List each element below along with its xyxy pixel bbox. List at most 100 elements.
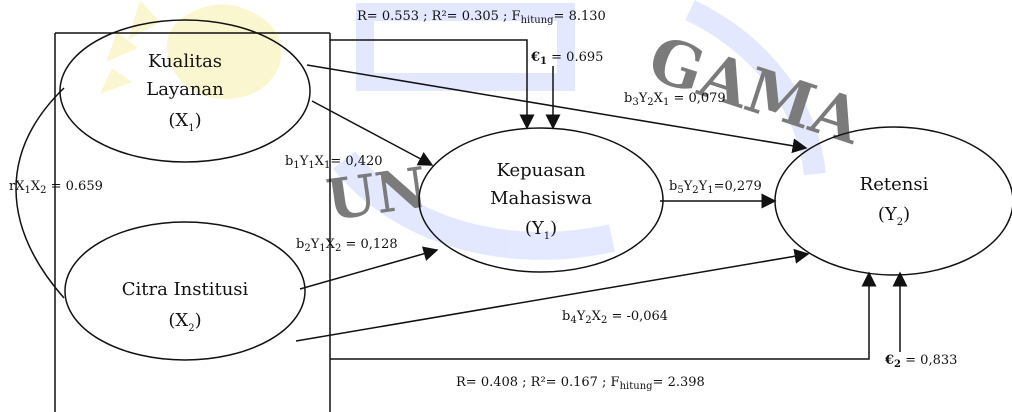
b5-y: Y	[683, 179, 693, 194]
node-x2-symbol-sub: 2	[188, 323, 194, 334]
e2-symbol: €	[884, 353, 894, 368]
node-x1-symbol-prefix: (X	[168, 110, 188, 131]
e2-sub: 2	[894, 359, 901, 370]
b3-y-sub: 2	[647, 97, 653, 108]
watermark-book	[356, 3, 575, 91]
correlation-sub2: 2	[40, 185, 46, 196]
watermark-text-bottom: UN	[323, 155, 431, 234]
b4-y: Y	[576, 309, 586, 324]
node-x1-symbol-sub: 1	[188, 123, 194, 134]
e1-label: €1 = 0.695	[530, 50, 603, 67]
node-x1	[59, 19, 311, 163]
b3-b: b	[624, 91, 632, 106]
b3-value: = 0,079	[669, 91, 725, 106]
b2-y: Y	[310, 237, 320, 252]
correlation-sub1: 1	[24, 185, 30, 196]
node-y1	[418, 127, 664, 273]
b2-b: b	[296, 237, 304, 252]
b4-label: b4Y2X2 = -0,064	[562, 309, 668, 326]
watermark-leaf-3	[100, 68, 132, 94]
top-stat-f-value: = 8.130	[554, 9, 606, 24]
node-x2	[64, 221, 306, 361]
x1-to-y2-arrow	[306, 64, 808, 154]
x1-to-y1-arrow	[311, 100, 434, 166]
b4-value: = -0,064	[607, 309, 668, 324]
node-x1-symbol: (X1)	[168, 110, 201, 134]
e1-sub: 1	[540, 56, 547, 67]
node-y1-symbol-prefix: (Y	[525, 218, 545, 239]
b1-y: Y	[299, 154, 309, 169]
node-y1-line2: Mahasiswa	[490, 188, 592, 209]
b2-label: b2Y1X2 = 0,128	[296, 237, 398, 254]
b2-x: X	[326, 237, 336, 252]
node-y1-symbol-suffix: )	[550, 218, 557, 239]
watermark-emblem	[166, 4, 282, 99]
node-y2-symbol-sub: 2	[897, 217, 903, 228]
b2-y-sub: 1	[319, 243, 325, 254]
top-stat-f-sub: hitung	[521, 15, 555, 26]
correlation-value: = 0.659	[47, 179, 103, 194]
node-y2-symbol-suffix: )	[903, 204, 910, 225]
e2-value: = 0,833	[901, 353, 957, 368]
b3-label: b3Y2X1 = 0,079	[624, 91, 726, 108]
node-x2-line1: Citra Institusi	[122, 279, 249, 300]
correlation-curve	[15, 87, 65, 299]
bottom-feedback-path	[330, 271, 877, 360]
b1-y-sub: 1	[308, 160, 314, 171]
watermark-leaf-2	[106, 32, 138, 62]
node-x2-symbol-prefix: (X	[168, 310, 188, 331]
b5-value: =0,279	[714, 179, 762, 194]
top-stat-main: R= 0.553 ; R²= 0.305 ; F	[357, 9, 521, 24]
watermark-arc	[333, 151, 616, 260]
b5-b: b	[669, 179, 677, 194]
b4-b-sub: 4	[570, 315, 576, 326]
correlation-label: rX1X2 = 0.659	[9, 179, 103, 196]
node-y2-line1: Retensi	[860, 174, 929, 195]
e2-label: €2 = 0,833	[884, 353, 957, 370]
node-x1-line1: Kualitas	[148, 51, 222, 72]
correlation-rx: rX	[9, 179, 25, 194]
b3-x-sub: 1	[663, 97, 669, 108]
node-x2-symbol: (X2)	[168, 310, 201, 334]
b1-b-sub: 1	[293, 160, 299, 171]
b5-y2: Y	[698, 179, 708, 194]
b1-b: b	[285, 154, 293, 169]
bottom-stat-label: R= 0.408 ; R²= 0.167 ; Fhitung= 2.398	[456, 375, 705, 392]
b5-y2-sub: 1	[707, 185, 713, 196]
watermark-leaf-1	[128, 0, 160, 40]
b1-label: b1Y1X1= 0,420	[285, 154, 383, 171]
b1-x: X	[315, 154, 325, 169]
node-y2	[774, 126, 1012, 276]
node-y2-symbol: (Y2)	[878, 204, 910, 228]
b2-value: = 0,128	[341, 237, 397, 252]
node-y1-line1: Kepuasan	[496, 160, 585, 181]
x2-to-y1-arrow	[299, 246, 439, 290]
b2-x-sub: 2	[335, 243, 341, 254]
bottom-stat-f-sub: hitung	[620, 381, 654, 392]
b4-b: b	[562, 309, 570, 324]
bottom-stat-f-value: = 2.398	[653, 375, 705, 390]
b1-value: = 0,420	[330, 154, 382, 169]
frame-lines	[15, 32, 908, 412]
bottom-stat-main: R= 0.408 ; R²= 0.167 ; F	[456, 375, 620, 390]
top-feedback-path	[330, 39, 535, 130]
node-x2-symbol-suffix: )	[195, 310, 202, 331]
b4-x: X	[592, 309, 602, 324]
b3-b-sub: 3	[632, 97, 638, 108]
watermark: GAMA UN	[100, 0, 871, 260]
b5-b-sub: 5	[677, 185, 683, 196]
node-x1-symbol-suffix: )	[195, 110, 202, 131]
b5-label: b5Y2Y1=0,279	[669, 179, 762, 196]
b1-x-sub: 1	[324, 160, 330, 171]
e1-value: = 0.695	[547, 50, 603, 65]
node-y1-symbol-sub: 1	[544, 231, 550, 242]
x2-to-y2-arrow	[295, 248, 810, 342]
node-y2-symbol-prefix: (Y	[878, 204, 898, 225]
b3-x: X	[654, 91, 664, 106]
correlation-x: X	[31, 179, 41, 194]
variable-nodes	[59, 19, 1012, 361]
b2-b-sub: 2	[304, 243, 310, 254]
top-stat-label: R= 0.553 ; R²= 0.305 ; Fhitung= 8.130	[357, 9, 606, 26]
b5-y-sub: 2	[692, 185, 698, 196]
